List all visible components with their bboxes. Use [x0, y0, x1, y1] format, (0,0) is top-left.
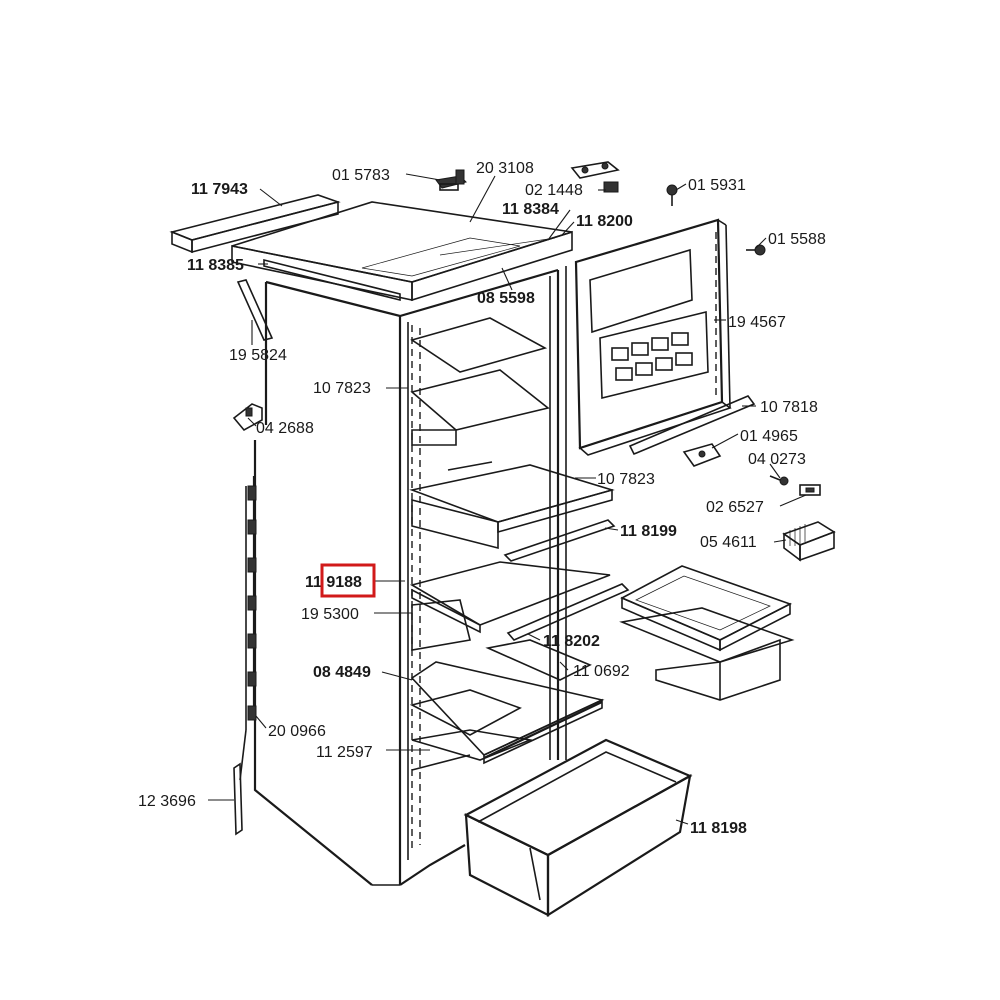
- label-118199: 11 8199: [620, 523, 677, 540]
- label-026527: 02 6527: [706, 499, 764, 516]
- label-014965: 01 4965: [740, 428, 798, 445]
- top-front-rail: [169, 194, 341, 254]
- vegetable-drawer: [463, 738, 693, 917]
- door-gasket-strip: [628, 395, 756, 456]
- freezer-door-panel: [574, 218, 732, 456]
- shelf-rail-lower: [506, 583, 630, 641]
- label-021448: 02 1448: [525, 182, 583, 199]
- label-203108: 20 3108: [476, 160, 534, 177]
- hinge-pin-bracket: [799, 484, 821, 496]
- hinge-plate: [570, 161, 620, 193]
- label-118202: 11 8202: [543, 633, 600, 650]
- label-110692: 11 0692: [573, 663, 630, 680]
- left-hinge-bracket: [232, 403, 263, 432]
- thermostat-cover: [782, 521, 836, 562]
- cabinet-body: [253, 266, 567, 886]
- part-labels: 01 5783 20 3108 02 1448 01 5931 11 7943 …: [138, 160, 826, 837]
- label-119188: 11 9188: [305, 574, 362, 591]
- screw-top: [666, 184, 678, 206]
- label-040273: 04 0273: [748, 451, 806, 468]
- label-107818: 10 7818: [760, 399, 818, 416]
- label-118198: 11 8198: [690, 820, 747, 837]
- label-195300: 19 5300: [301, 606, 359, 623]
- egg-tray-cells: [611, 332, 693, 381]
- leader-lines: [208, 173, 807, 825]
- screw-door: [746, 244, 766, 256]
- label-015931: 01 5931: [688, 177, 746, 194]
- shelf-rail-upper: [503, 519, 616, 562]
- dairy-tray-upper: [620, 565, 793, 652]
- dairy-tray-lower: [619, 607, 795, 701]
- label-118385: 11 8385: [187, 257, 244, 274]
- top-cover: [231, 201, 573, 302]
- label-084849: 08 4849: [313, 664, 371, 681]
- label-123696: 12 3696: [138, 793, 196, 810]
- lower-hinge: [682, 443, 722, 467]
- label-107823b: 10 7823: [597, 471, 655, 488]
- label-085598: 08 5598: [477, 290, 535, 307]
- door-side-strip: [239, 476, 257, 781]
- label-117943: 11 7943: [191, 181, 248, 198]
- label-054611: 05 4611: [700, 534, 757, 551]
- label-194567: 19 4567: [728, 314, 786, 331]
- screw-lower-hinge: [769, 475, 789, 486]
- side-trim-strip: [236, 279, 274, 341]
- label-107823a: 10 7823: [313, 380, 371, 397]
- freezer-wire-shelf-upper: [410, 317, 550, 446]
- highlight-box: [320, 563, 376, 598]
- glass-shelf-upper: [409, 461, 615, 550]
- glass-shelf-middle: [409, 561, 611, 634]
- bottom-shelf: [409, 689, 533, 771]
- label-015588: 01 5588: [768, 231, 826, 248]
- label-200966: 20 0966: [268, 723, 326, 740]
- label-195824: 19 5824: [229, 347, 287, 364]
- label-118384: 11 8384: [502, 201, 559, 218]
- wire-shelf-lower: [411, 599, 471, 651]
- label-112597: 11 2597: [316, 744, 373, 761]
- door-handle: [233, 762, 243, 836]
- crisper-cover-shelf: [410, 639, 605, 765]
- top-hinge-bracket: [435, 169, 467, 191]
- label-118200: 11 8200: [576, 213, 633, 230]
- label-042688: 04 2688: [256, 420, 314, 437]
- label-015783: 01 5783: [332, 167, 390, 184]
